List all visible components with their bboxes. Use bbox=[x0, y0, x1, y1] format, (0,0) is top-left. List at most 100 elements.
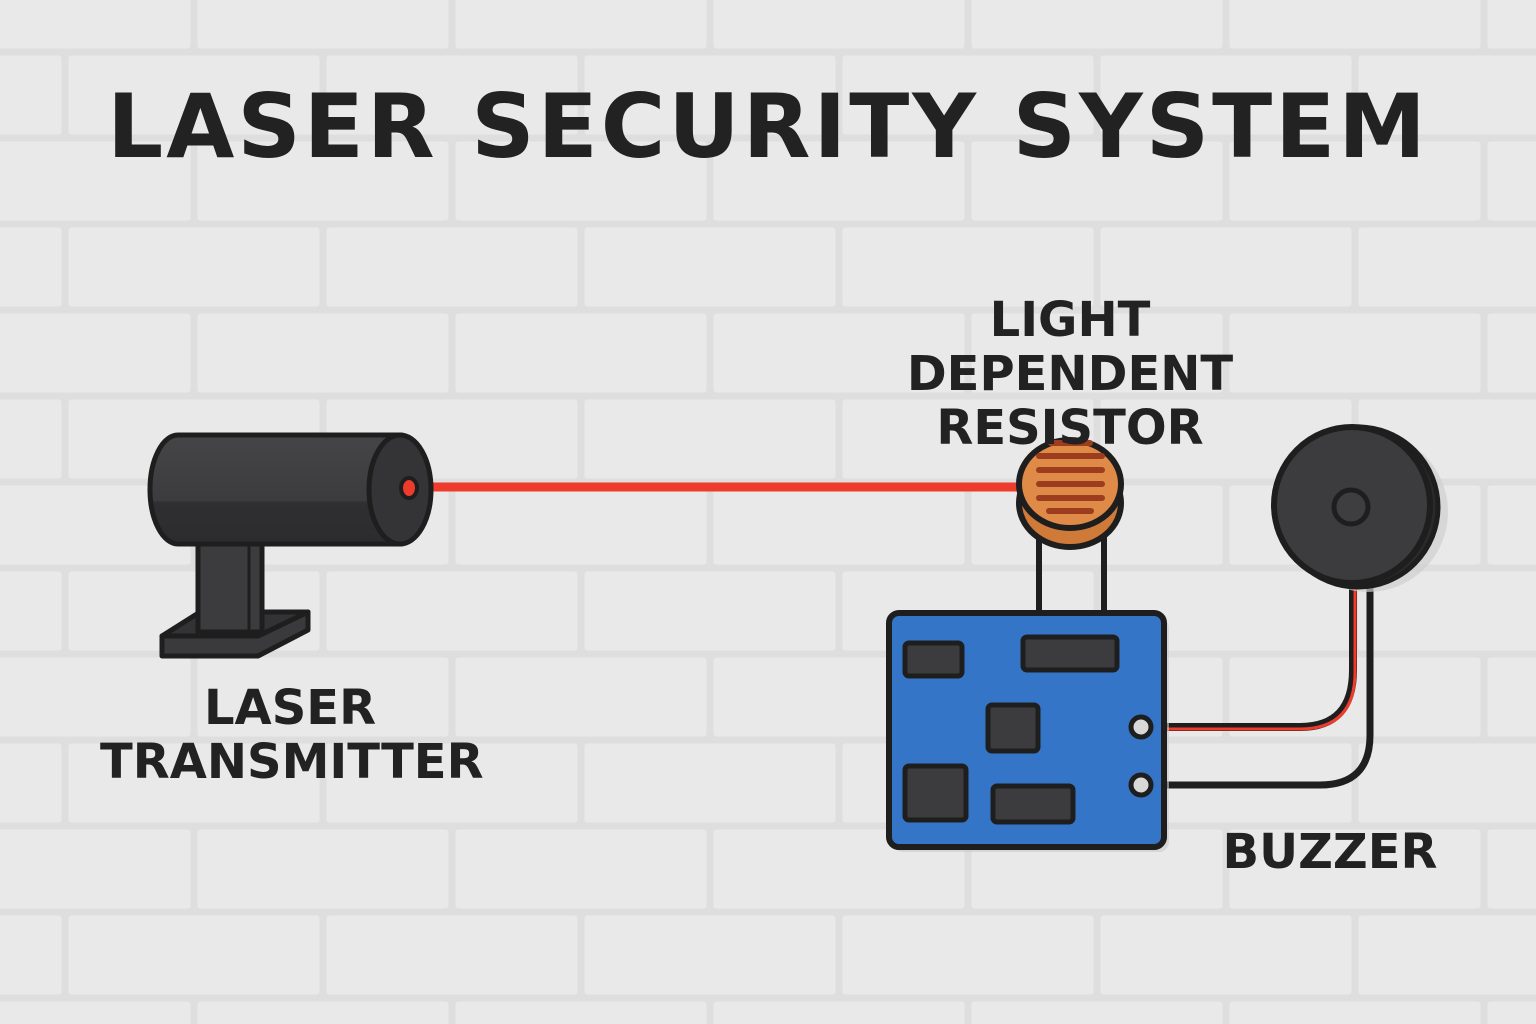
light-dependent-resistor[interactable] bbox=[1016, 437, 1124, 550]
laser-label-line2: TRANSMITTER bbox=[100, 733, 484, 790]
brick bbox=[197, 0, 449, 49]
brick bbox=[0, 141, 191, 221]
brick bbox=[0, 1001, 191, 1024]
page-title: LASER SECURITY SYSTEM bbox=[107, 75, 1429, 178]
brick bbox=[713, 485, 965, 565]
brick bbox=[713, 0, 965, 49]
brick bbox=[1229, 141, 1481, 221]
brick bbox=[0, 55, 62, 135]
brick bbox=[455, 1001, 707, 1024]
brick bbox=[0, 829, 191, 909]
brick bbox=[0, 915, 62, 995]
brick bbox=[1100, 915, 1352, 995]
brick bbox=[68, 743, 320, 823]
brick bbox=[971, 313, 1223, 393]
brick bbox=[197, 657, 449, 737]
brick bbox=[197, 1001, 449, 1024]
chip-small bbox=[902, 640, 965, 679]
brick bbox=[713, 141, 965, 221]
brick bbox=[584, 571, 836, 651]
circuit-board[interactable] bbox=[886, 610, 1169, 852]
ldr-label-line2: RESISTOR bbox=[936, 399, 1204, 456]
brick bbox=[713, 313, 965, 393]
brick bbox=[1100, 55, 1352, 135]
brick bbox=[455, 141, 707, 221]
brick bbox=[0, 313, 191, 393]
brick bbox=[197, 313, 449, 393]
brick bbox=[455, 657, 707, 737]
laser-label-line1: LASER bbox=[203, 680, 377, 736]
chip-ldr-connector bbox=[1020, 634, 1120, 673]
laser-body bbox=[147, 432, 403, 547]
brick bbox=[455, 0, 707, 49]
buzzer-wires bbox=[1140, 585, 1374, 789]
brick bbox=[0, 399, 62, 479]
brick bbox=[1229, 829, 1481, 909]
buzzer-label: BUZZER bbox=[1222, 824, 1438, 880]
brick bbox=[1487, 657, 1536, 737]
brick bbox=[1229, 657, 1481, 737]
brick bbox=[326, 915, 578, 995]
brick bbox=[842, 55, 1094, 135]
brick bbox=[1358, 55, 1536, 135]
brick bbox=[197, 829, 449, 909]
brick bbox=[1100, 227, 1352, 307]
brick bbox=[584, 399, 836, 479]
brick bbox=[1358, 227, 1536, 307]
brick bbox=[0, 743, 62, 823]
terminal-negative[interactable] bbox=[1128, 772, 1154, 798]
brick bbox=[1487, 829, 1536, 909]
brick bbox=[1487, 313, 1536, 393]
brick bbox=[1358, 571, 1536, 651]
chip-rect bbox=[990, 783, 1076, 825]
brick bbox=[584, 743, 836, 823]
brick bbox=[1229, 313, 1481, 393]
brick bbox=[842, 227, 1094, 307]
brick bbox=[1487, 0, 1536, 49]
brick bbox=[1229, 0, 1481, 49]
brick bbox=[68, 915, 320, 995]
laser-aperture bbox=[399, 476, 419, 500]
ldr-label: LIGHT DEPENDENT RESISTOR bbox=[820, 292, 1320, 456]
brick bbox=[455, 485, 707, 565]
brick bbox=[584, 55, 836, 135]
brick bbox=[971, 0, 1223, 49]
brick bbox=[0, 657, 191, 737]
brick bbox=[1358, 743, 1536, 823]
brick bbox=[326, 743, 578, 823]
brick bbox=[584, 915, 836, 995]
laser-mount-post bbox=[195, 537, 265, 635]
brick bbox=[326, 55, 578, 135]
brick bbox=[0, 0, 191, 49]
brick bbox=[1487, 485, 1536, 565]
brick bbox=[326, 571, 578, 651]
brick bbox=[1487, 1001, 1536, 1024]
brick bbox=[971, 141, 1223, 221]
brick bbox=[68, 55, 320, 135]
buzzer-center-icon bbox=[1331, 487, 1371, 527]
ldr-label-line1: LIGHT DEPENDENT bbox=[906, 292, 1234, 402]
buzzer[interactable] bbox=[1271, 424, 1448, 592]
brick bbox=[0, 227, 62, 307]
chip-center bbox=[985, 702, 1041, 754]
brick bbox=[326, 227, 578, 307]
ldr-sensor-stripes bbox=[1036, 440, 1105, 514]
brick bbox=[713, 1001, 965, 1024]
terminal-positive[interactable] bbox=[1128, 714, 1154, 740]
laser-transmitter-label: LASER TRANSMITTER bbox=[100, 680, 484, 790]
brick bbox=[0, 485, 191, 565]
chip-large bbox=[902, 763, 969, 823]
brick bbox=[1229, 1001, 1481, 1024]
brick bbox=[455, 313, 707, 393]
brick bbox=[68, 227, 320, 307]
brick bbox=[0, 571, 62, 651]
brick bbox=[197, 141, 449, 221]
brick bbox=[971, 1001, 1223, 1024]
brick bbox=[1358, 915, 1536, 995]
brick bbox=[842, 915, 1094, 995]
laser-transmitter[interactable] bbox=[147, 432, 434, 659]
brick bbox=[584, 227, 836, 307]
brick bbox=[455, 829, 707, 909]
